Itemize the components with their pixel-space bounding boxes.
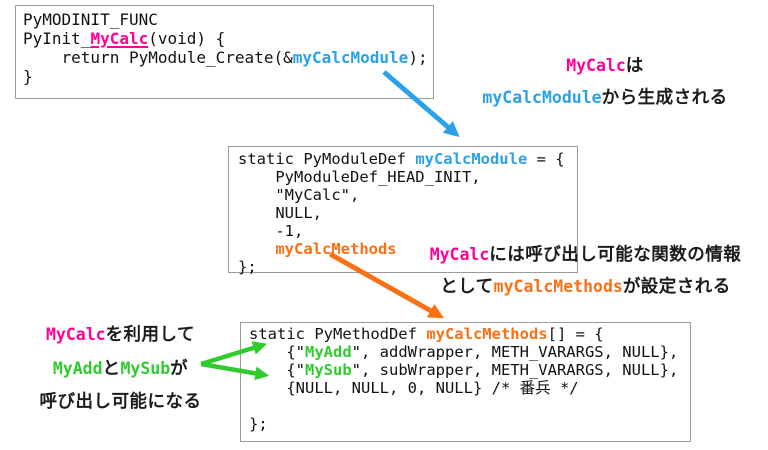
text-segment: }; [238, 258, 257, 276]
text-segment: PyMODINIT_FUNC [23, 10, 158, 29]
text-line: {"MyAdd", addWrapper, METH_VARARGS, NULL… [249, 343, 690, 361]
text-line: "MyCalc", [238, 186, 577, 204]
highlighted-token: myCalcMethods [493, 277, 623, 296]
text-line: }; [238, 258, 577, 276]
text-segment: {" [249, 361, 305, 379]
highlighted-token: MySub [120, 359, 171, 378]
text-line: PyModuleDef_HEAD_INIT, [238, 168, 577, 186]
highlighted-token: MyAdd [52, 359, 103, 378]
text-segment: と [102, 359, 121, 379]
text-segment: -1, [238, 222, 304, 240]
text-line: NULL, [238, 204, 577, 222]
text-line: -1, [238, 222, 577, 240]
text-segment: が設定される [622, 277, 731, 297]
highlighted-token: myCalcModule [415, 150, 528, 168]
text-segment: (void) { [148, 29, 226, 48]
highlighted-token: MyCalc [566, 56, 626, 75]
text-segment: {NULL, NULL, 0, NULL} /* 番兵 */ [249, 379, 579, 397]
text-segment: から生成される [601, 88, 728, 108]
text-segment: [] = { [547, 325, 604, 343]
text-segment: 呼び出し可能になる [39, 392, 202, 412]
text-segment: が [170, 359, 189, 379]
text-segment [238, 240, 275, 258]
text-line: return PyModule_Create(&myCalcModule); [23, 48, 433, 67]
text-segment: static PyModuleDef [238, 150, 416, 168]
text-line: static PyModuleDef myCalcModule = { [238, 150, 577, 168]
text-segment: として [440, 277, 494, 297]
code-box-methoddef: static PyMethodDef myCalcMethods[] = { {… [240, 322, 691, 442]
text-line: PyInit_MyCalc(void) { [23, 29, 433, 48]
highlighted-token: MyCalc [429, 245, 490, 264]
text-line: myCalcModuleから生成される [440, 82, 768, 114]
text-segment: ); [408, 48, 428, 67]
highlighted-token: MyCalc [90, 29, 149, 48]
text-segment: } [23, 67, 33, 86]
highlighted-token: myCalcModule [482, 88, 602, 107]
highlighted-token: MySub [305, 361, 352, 379]
text-line: 呼び出し可能になる [14, 386, 227, 419]
highlighted-token: myCalcMethods [426, 325, 548, 343]
text-segment: NULL, [238, 204, 322, 222]
text-segment: には呼び出し可能な関数の情報 [489, 245, 742, 265]
highlighted-token: MyAdd [305, 343, 352, 361]
text-segment: }; [249, 415, 268, 433]
text-segment: ", addWrapper, METH_VARARGS, NULL}, [351, 343, 679, 361]
highlighted-token: myCalcModule [292, 48, 409, 67]
code-methoddef: static PyMethodDef myCalcMethods[] = { {… [241, 323, 690, 433]
text-line: MyCalcは [440, 50, 768, 82]
text-segment: を利用して [105, 325, 196, 345]
text-segment: は [625, 56, 644, 76]
text-line: PyMODINIT_FUNC [23, 10, 433, 29]
text-line: {"MySub", subWrapper, METH_VARARGS, NULL… [249, 361, 690, 379]
text-segment: PyInit_ [23, 29, 91, 48]
code-box-moduledef: static PyModuleDef myCalcModule = { PyMo… [228, 146, 578, 276]
text-segment: return PyModule_Create(& [23, 48, 293, 67]
annotation-methods-note: MyCalcには呼び出し可能な関数の情報としてmyCalcMethodsが設定さ… [403, 239, 768, 303]
text-segment: {" [249, 343, 305, 361]
text-line: {NULL, NULL, 0, NULL} /* 番兵 */ [249, 379, 690, 397]
highlighted-token: MyCalc [45, 325, 106, 344]
text-line: MyAddとMySubが [14, 352, 227, 386]
highlighted-token: myCalcMethods [275, 240, 397, 258]
text-segment: ", subWrapper, METH_VARARGS, NULL}, [351, 361, 679, 379]
text-segment: static PyMethodDef [249, 325, 427, 343]
text-line: MyCalcには呼び出し可能な関数の情報 [403, 239, 768, 271]
text-line: }; [249, 415, 690, 433]
text-line: } [23, 67, 433, 86]
text-segment: "MyCalc", [238, 186, 360, 204]
text-line: としてmyCalcMethodsが設定される [403, 271, 768, 303]
text-line [249, 397, 690, 415]
text-line: MyCalcを利用して [14, 318, 227, 352]
text-segment: = { [527, 150, 565, 168]
text-segment: PyModuleDef_HEAD_INIT, [238, 168, 481, 186]
text-line: static PyMethodDef myCalcMethods[] = { [249, 325, 690, 343]
